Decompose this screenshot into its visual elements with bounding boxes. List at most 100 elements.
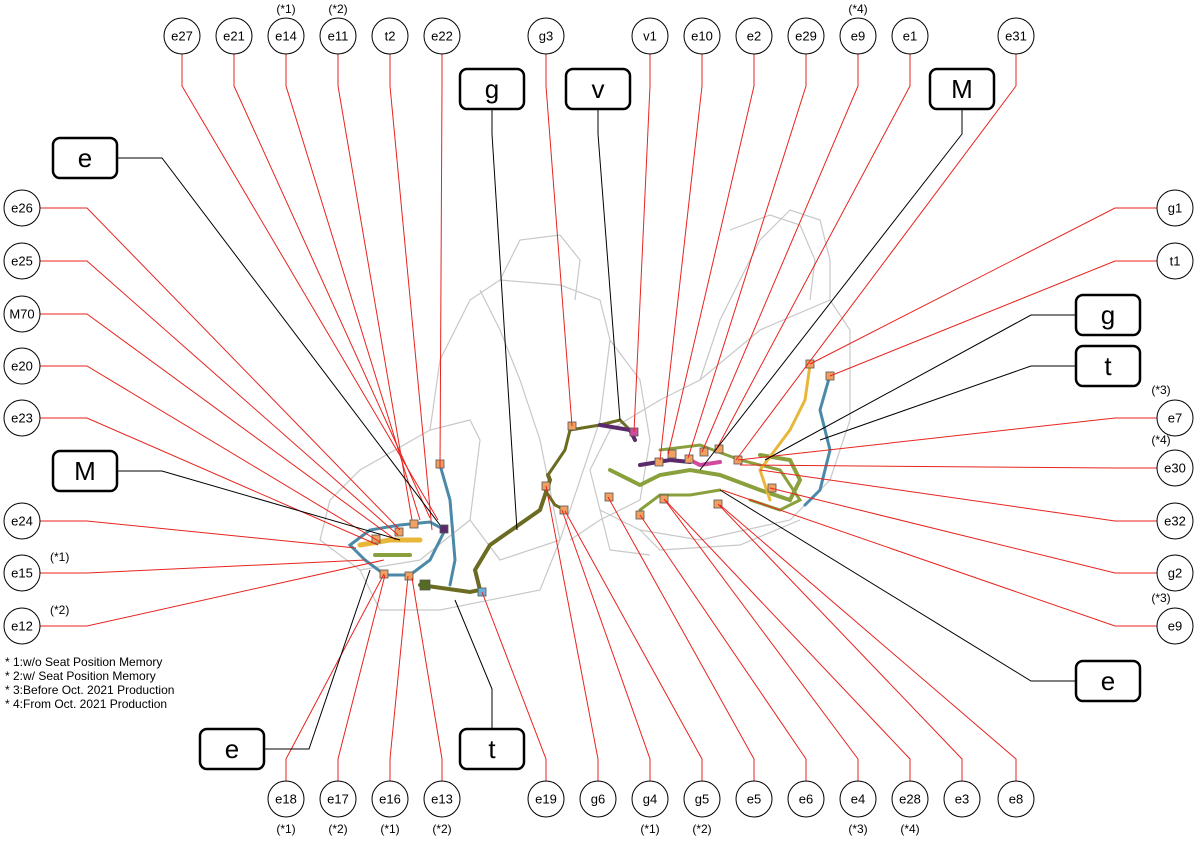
callout-note: (*2)	[692, 822, 711, 836]
callout-circle	[3, 189, 41, 227]
leader-line-e26	[40, 207, 401, 531]
callout-circle	[579, 780, 617, 818]
callout-note: (*3)	[1151, 383, 1170, 397]
callout-label: e1	[903, 29, 917, 44]
leader-line-e8	[719, 504, 1017, 781]
callout-circle	[683, 17, 721, 55]
callout-circle	[735, 17, 773, 55]
callout-label: e7	[1168, 411, 1182, 426]
callout-label: g5	[695, 792, 709, 807]
callout-circle	[1156, 554, 1194, 592]
callout-e22: e22	[423, 17, 461, 55]
callout-label: e8	[1009, 792, 1023, 807]
callout-note: (*4)	[1151, 433, 1170, 447]
callout-label: e9	[851, 29, 865, 44]
callout-note: (*3)	[1151, 591, 1170, 605]
callout-label: e25	[11, 254, 33, 269]
callout-t2: t2	[371, 17, 409, 55]
harness-label-M: M	[928, 67, 996, 111]
harness-label-box	[1074, 659, 1142, 703]
callout-label: e17	[327, 792, 349, 807]
callout-e23: e23	[3, 399, 41, 437]
harness-label-text: t	[1104, 351, 1112, 381]
leader-line-e1	[715, 54, 911, 451]
harness-label-text: t	[488, 734, 496, 764]
harness-label-box	[51, 449, 119, 493]
callout-label: e12	[11, 619, 33, 634]
callout-circle	[3, 242, 41, 280]
callout-e21: e21	[215, 17, 253, 55]
callout-label: e5	[747, 792, 761, 807]
callout-circle	[891, 17, 929, 55]
callout-circle	[215, 17, 253, 55]
callout-label: e13	[431, 792, 453, 807]
callout-e20: e20	[3, 347, 41, 385]
callout-circle	[3, 554, 41, 592]
callout-circle	[683, 780, 721, 818]
harness-label-box	[1074, 293, 1142, 337]
callout-label: v1	[643, 29, 657, 44]
callout-circle	[371, 17, 409, 55]
harness-label-text: e	[225, 734, 239, 764]
leader-line-g6	[545, 485, 599, 781]
leader-line-e16	[389, 575, 409, 781]
leader-line-e4	[663, 498, 859, 781]
harness-label-box	[198, 727, 266, 771]
callout-circle	[997, 17, 1035, 55]
callout-label: e20	[11, 359, 33, 374]
callout-label: e23	[11, 411, 33, 426]
callout-g5: g5 (*2)	[683, 780, 721, 836]
callout-e5: e5	[735, 780, 773, 818]
leader-line-e7	[737, 417, 1157, 461]
callout-label: e10	[691, 29, 713, 44]
callout-circle	[1156, 189, 1194, 227]
callout-e18: e18(*1)	[267, 780, 305, 836]
callout-circle	[1156, 242, 1194, 280]
harness-label-e: e	[198, 727, 266, 771]
leader-line-e21	[233, 54, 431, 519]
callout-e3: e3	[943, 780, 981, 818]
callout-label: e24	[11, 514, 33, 529]
legend-item: * 3:Before Oct. 2021 Production	[5, 683, 175, 697]
harness-leader-line	[719, 489, 1076, 682]
callout-label: e28	[899, 792, 921, 807]
leader-line-M70	[40, 313, 397, 541]
harness-leader-line	[454, 599, 493, 729]
callout-e4: e4(*3)	[839, 780, 877, 836]
callout-label: e31	[1005, 29, 1027, 44]
leader-line-g3	[545, 54, 573, 427]
callout-label: e6	[799, 792, 813, 807]
callout-circle	[631, 17, 669, 55]
leader-line-e32	[759, 469, 1157, 522]
harness-label-t: t	[1074, 344, 1142, 388]
harness-label-g: g	[1074, 293, 1142, 337]
callout-label: g2	[1168, 566, 1182, 581]
callout-note: (*4)	[900, 822, 919, 836]
callout-circle	[839, 17, 877, 55]
leader-line-e6	[639, 514, 807, 781]
callout-v1: v1	[631, 17, 669, 55]
callout-circle	[527, 780, 565, 818]
harness-leader-line	[264, 569, 371, 750]
callout-note: (*2)	[328, 2, 347, 16]
callout-e7: e7 (*3)	[1151, 383, 1194, 437]
callout-label: e19	[535, 792, 557, 807]
callout-note: (*3)	[848, 822, 867, 836]
leader-line-e31	[735, 54, 1017, 461]
callout-circle	[527, 17, 565, 55]
harness-label-t: t	[458, 727, 526, 771]
leader-line-e9	[701, 54, 859, 453]
leader-line-e3	[717, 503, 963, 781]
callout-circle	[3, 347, 41, 385]
leader-line-g5	[564, 510, 703, 781]
harness-label-text: g	[485, 74, 499, 104]
harness-leader-line	[819, 365, 1076, 441]
leader-line-t2	[389, 54, 433, 531]
callout-e31: e31	[997, 17, 1035, 55]
callout-circle	[787, 780, 825, 818]
callout-e25: e25	[3, 242, 41, 280]
callout-e2: e2	[735, 17, 773, 55]
leader-line-t1	[829, 260, 1157, 377]
callout-label: g1	[1168, 201, 1182, 216]
callout-label: e2	[747, 29, 761, 44]
